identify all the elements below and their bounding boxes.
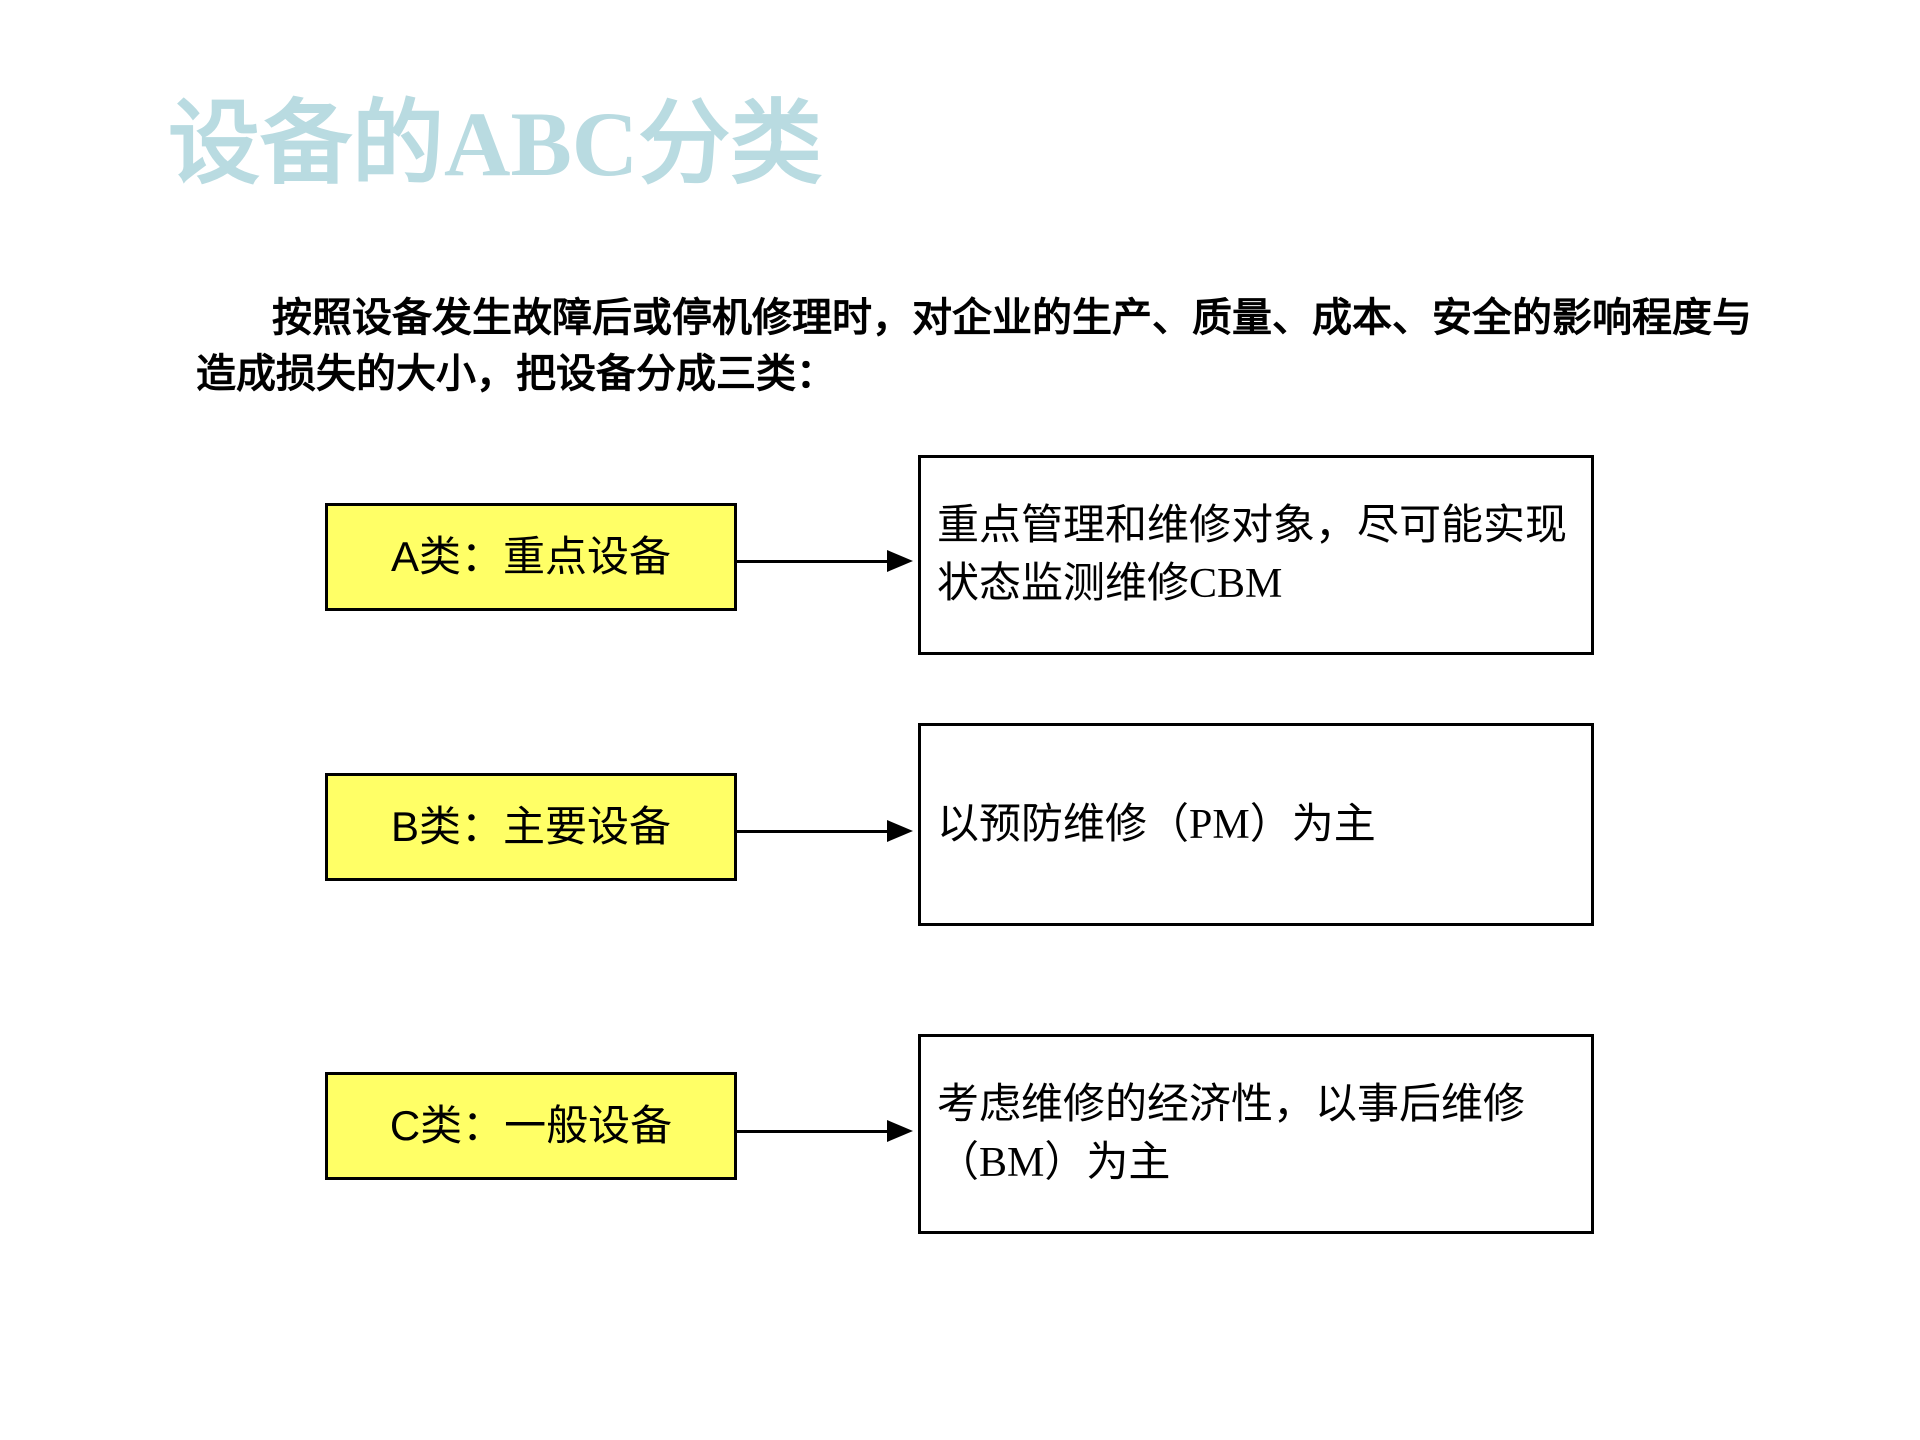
class-description-text-b: 以预防维修（PM）为主	[937, 801, 1376, 848]
arrow-right-icon-a	[737, 550, 917, 572]
class-label-text-a: A类：重点设备	[390, 533, 671, 580]
arrow-head	[887, 1120, 913, 1142]
arrow-shaft	[737, 1130, 897, 1133]
class-description-box-a[interactable]: 重点管理和维修对象，尽可能实现状态监测维修CBM	[918, 455, 1594, 655]
class-description-text-c: 考虑维修的经济性，以事后维修（BM）为主	[937, 1082, 1526, 1186]
arrow-shaft	[737, 830, 897, 833]
class-description-box-b[interactable]: 以预防维修（PM）为主	[918, 723, 1594, 926]
class-description-text-a: 重点管理和维修对象，尽可能实现状态监测维修CBM	[937, 503, 1568, 607]
arrow-head	[887, 820, 913, 842]
arrow-right-icon-c	[737, 1120, 917, 1142]
arrow-shaft	[737, 560, 897, 563]
page-title: 设备的ABC分类	[168, 92, 823, 195]
class-label-box-a[interactable]: A类：重点设备	[325, 503, 737, 611]
class-label-box-b[interactable]: B类：主要设备	[325, 773, 737, 881]
arrow-right-icon-b	[737, 820, 917, 842]
arrow-head	[887, 550, 913, 572]
class-label-box-c[interactable]: C类：一般设备	[325, 1072, 737, 1180]
class-description-box-c[interactable]: 考虑维修的经济性，以事后维修（BM）为主	[918, 1034, 1594, 1234]
class-label-text-c: C类：一般设备	[389, 1102, 673, 1149]
classification-row-c: C类：一般设备 考虑维修的经济性，以事后维修（BM）为主	[0, 1010, 1920, 1234]
classification-row-b: B类：主要设备 以预防维修（PM）为主	[0, 723, 1920, 935]
intro-paragraph: 按照设备发生故障后或停机修理时，对企业的生产、质量、成本、安全的影响程度与造成损…	[196, 296, 1752, 396]
class-label-text-b: B类：主要设备	[390, 803, 671, 850]
classification-row-a: A类：重点设备 重点管理和维修对象，尽可能实现状态监测维修CBM	[0, 455, 1920, 665]
